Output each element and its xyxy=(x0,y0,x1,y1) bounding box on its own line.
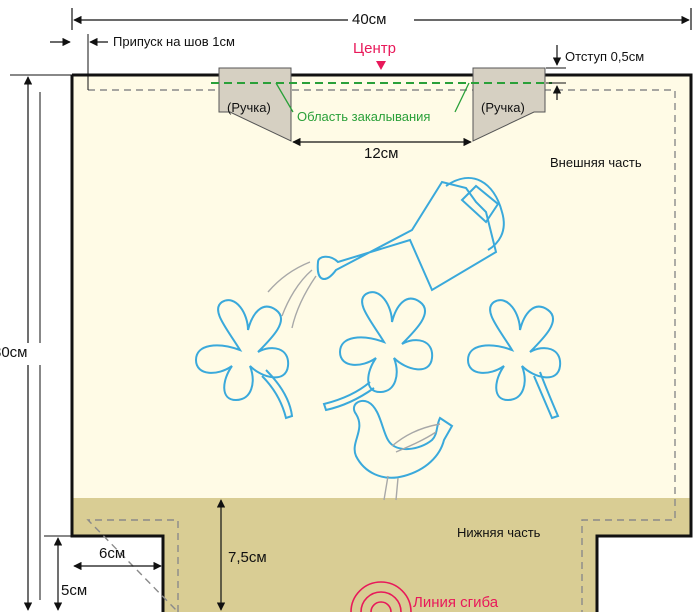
handle-right xyxy=(472,67,546,142)
outer-part-label: Внешняя часть xyxy=(550,155,642,170)
corner-height-label: 5см xyxy=(61,582,88,599)
seam-allowance-label: Припуск на шов 1см xyxy=(113,34,235,49)
bottom-height-label: 7,5см xyxy=(228,549,267,566)
fold-line-marker xyxy=(350,581,412,612)
pin-area-leader xyxy=(275,82,470,113)
clover-right-icon xyxy=(466,299,562,420)
bird-details-icon xyxy=(383,423,441,501)
offset-label: Отступ 0,5см xyxy=(565,49,645,64)
bird-icon xyxy=(352,400,454,479)
handle-gap-label: 12см xyxy=(364,145,399,162)
watering-can-icon xyxy=(316,177,505,292)
center-label: Центр xyxy=(353,40,396,57)
bottom-section xyxy=(72,498,691,612)
water-spray-icon xyxy=(267,261,317,329)
handle-right-label: (Ручка) xyxy=(481,100,525,115)
handle-left xyxy=(218,67,292,142)
center-marker xyxy=(376,61,386,70)
clover-center-icon xyxy=(322,291,434,412)
clover-left-icon xyxy=(194,299,294,420)
corner-width-label: 6см xyxy=(99,545,126,562)
pin-area-label: Область закалывания xyxy=(297,109,431,124)
height-total-label: 30см xyxy=(0,344,28,361)
handle-left-label: (Ручка) xyxy=(227,100,271,115)
fabric-body xyxy=(72,75,691,612)
fold-line-label: Линия сгиба xyxy=(413,594,499,611)
bottom-part-label: Нижняя часть xyxy=(457,525,541,540)
width-total-label: 40см xyxy=(352,11,387,28)
